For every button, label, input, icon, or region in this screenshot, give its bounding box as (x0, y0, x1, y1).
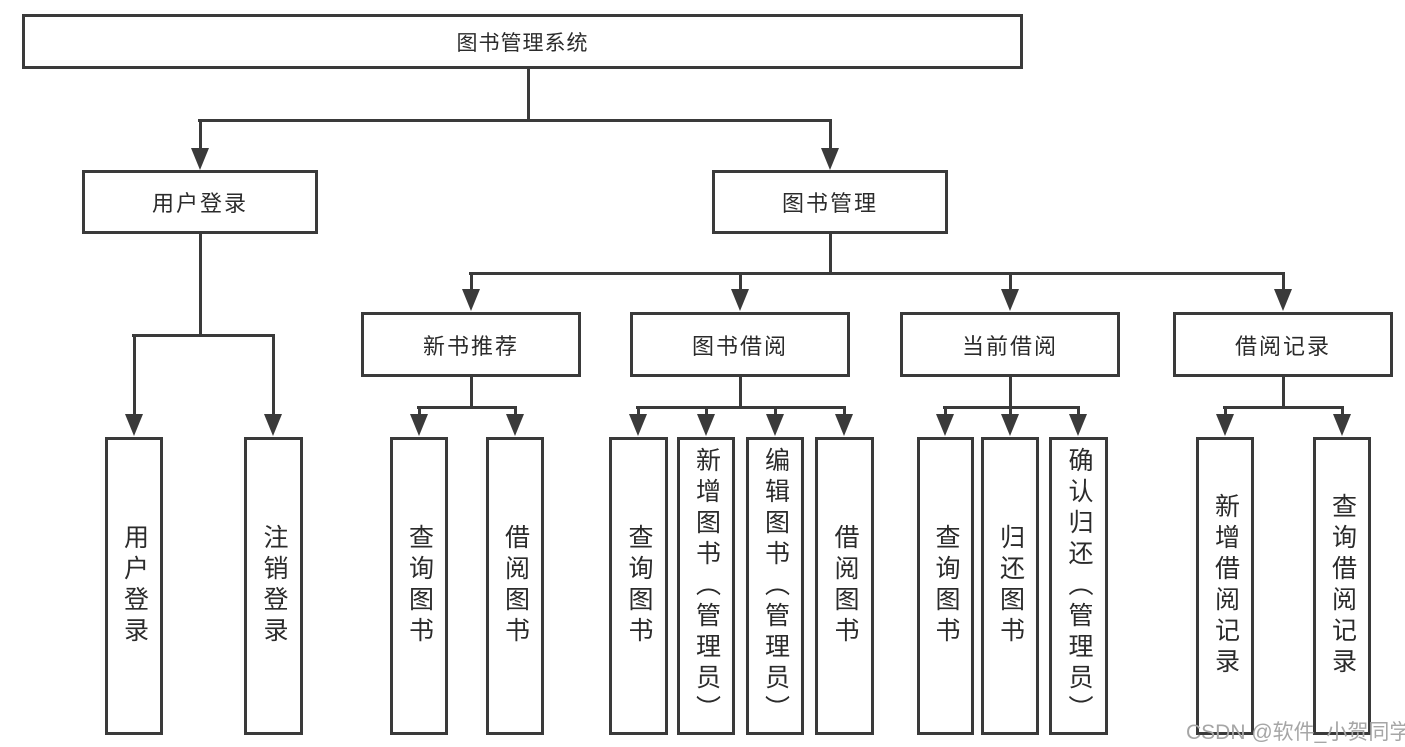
arrowhead-down-icon (1069, 414, 1087, 436)
connector-line (198, 233, 202, 336)
connector-line (636, 406, 640, 416)
connector-line (828, 119, 832, 150)
leaf-add-books-admin: 新增图书（管理员） (677, 437, 735, 735)
connector-line (469, 272, 473, 291)
connector-line (943, 406, 947, 416)
connector-line (773, 406, 777, 416)
connector-line (271, 334, 275, 416)
arrowhead-down-icon (462, 289, 480, 311)
connector-line (943, 406, 1080, 409)
leaf-query-borrow-record: 查询借阅记录 (1313, 437, 1371, 735)
arrowhead-down-icon (821, 148, 839, 170)
arrowhead-down-icon (191, 148, 209, 170)
leaf-logout: 注销登录 (244, 437, 303, 735)
node-new-book-recommend: 新书推荐 (361, 312, 581, 377)
connector-line (132, 334, 275, 337)
csdn-watermark: CSDN @软件_小贺同学 (1186, 721, 1405, 744)
arrowhead-down-icon (629, 414, 647, 436)
connector-line (1340, 406, 1344, 416)
node-borrow-records: 借阅记录 (1173, 312, 1393, 377)
arrowhead-down-icon (936, 414, 954, 436)
leaf-return-books: 归还图书 (981, 437, 1039, 735)
connector-line (526, 68, 530, 121)
connector-line (417, 406, 517, 409)
connector-line (469, 376, 473, 408)
arrowhead-down-icon (410, 414, 428, 436)
connector-line (198, 119, 202, 150)
connector-line (513, 406, 517, 416)
connector-line (1076, 406, 1080, 416)
arrowhead-down-icon (697, 414, 715, 436)
leaf-borrow-books: 借阅图书 (815, 437, 874, 735)
connector-line (1008, 272, 1012, 291)
connector-line (1223, 406, 1227, 416)
arrowhead-down-icon (1001, 289, 1019, 311)
arrowhead-down-icon (1333, 414, 1351, 436)
connector-line (704, 406, 708, 416)
connector-line (469, 272, 1285, 275)
connector-line (636, 406, 846, 409)
leaf-query-books-recommend: 查询图书 (390, 437, 448, 735)
connector-line (417, 406, 421, 416)
node-book-borrow: 图书借阅 (630, 312, 850, 377)
connector-line (1223, 406, 1344, 409)
arrowhead-down-icon (766, 414, 784, 436)
connector-line (1281, 272, 1285, 291)
node-book-management: 图书管理 (712, 170, 948, 234)
connector-line (738, 272, 742, 291)
arrowhead-down-icon (125, 414, 143, 436)
connector-line (1008, 376, 1012, 408)
arrowhead-down-icon (1274, 289, 1292, 311)
leaf-borrow-books-recommend: 借阅图书 (486, 437, 544, 735)
connector-line (738, 376, 742, 408)
connector-line (132, 334, 136, 416)
node-library-management-system: 图书管理系统 (22, 14, 1023, 69)
connector-line (828, 233, 832, 274)
node-current-borrow: 当前借阅 (900, 312, 1120, 377)
arrowhead-down-icon (1216, 414, 1234, 436)
connector-line (842, 406, 846, 416)
leaf-confirm-return-admin: 确认归还（管理员） (1049, 437, 1108, 735)
leaf-query-books-borrow: 查询图书 (609, 437, 668, 735)
arrowhead-down-icon (264, 414, 282, 436)
node-user-login: 用户登录 (82, 170, 318, 234)
leaf-add-borrow-record: 新增借阅记录 (1196, 437, 1254, 735)
leaf-user-login: 用户登录 (105, 437, 163, 735)
arrowhead-down-icon (835, 414, 853, 436)
leaf-edit-books-admin: 编辑图书（管理员） (746, 437, 804, 735)
arrowhead-down-icon (506, 414, 524, 436)
arrowhead-down-icon (731, 289, 749, 311)
connector-line (1281, 376, 1285, 408)
connector-line (1008, 406, 1012, 416)
leaf-query-books-current: 查询图书 (917, 437, 974, 735)
connector-line (198, 119, 832, 122)
arrowhead-down-icon (1001, 414, 1019, 436)
